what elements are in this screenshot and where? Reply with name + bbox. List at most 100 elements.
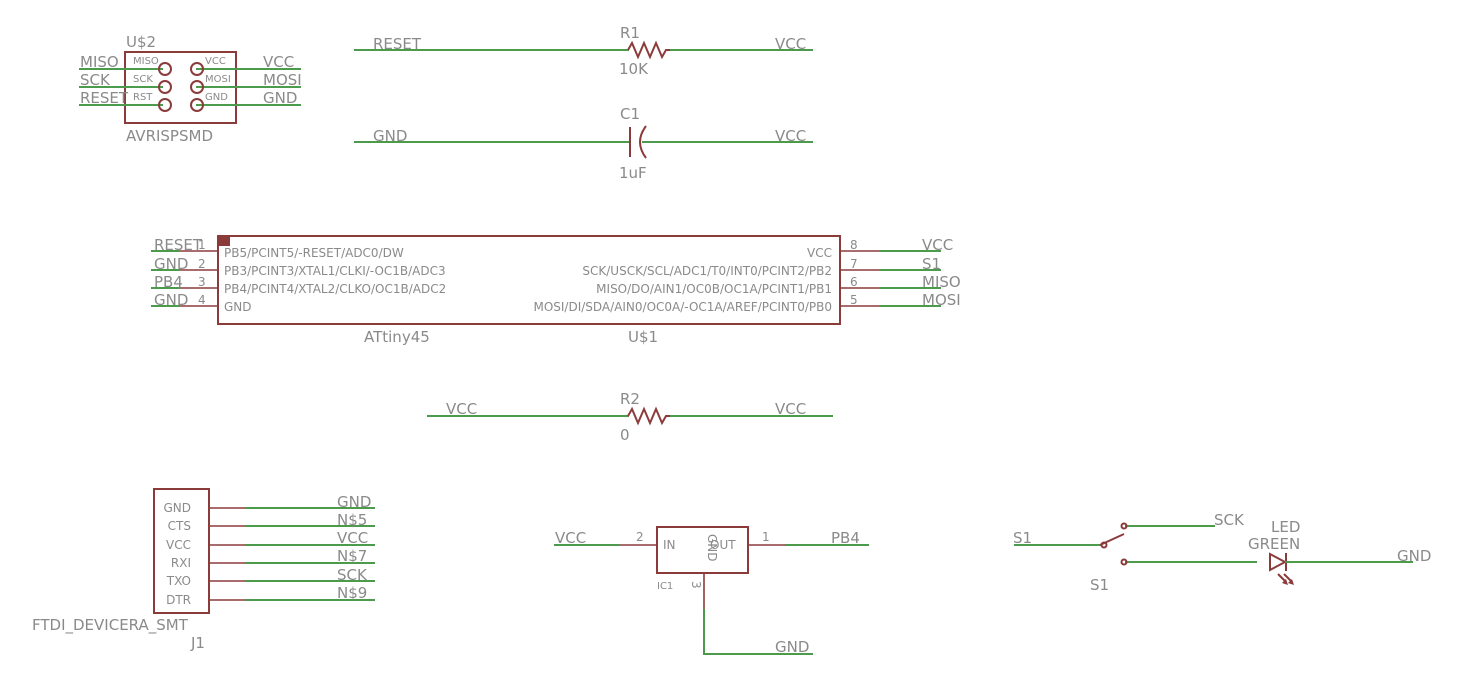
- part-name: U$1: [628, 328, 658, 346]
- pin-function-label: GND: [224, 300, 252, 314]
- resistor-r2[interactable]: VCC VCC R2 0: [427, 390, 833, 444]
- isp-pin-hole: [190, 62, 204, 76]
- part-name: IC1: [657, 581, 673, 592]
- net-label: MISO: [80, 53, 119, 71]
- net-label: GND: [154, 291, 188, 309]
- pin-label: CTS: [168, 519, 191, 533]
- net-label: S1: [1013, 529, 1032, 547]
- resistor-r1[interactable]: RESET VCC R1 10K: [354, 24, 813, 78]
- isp-pin-hole: [190, 98, 204, 112]
- isp-pin-hole: [158, 62, 172, 76]
- net-label: VCC: [775, 400, 806, 418]
- isp-pin-hole: [158, 80, 172, 94]
- isp-pin-hole: [158, 98, 172, 112]
- net-label: GND: [263, 89, 297, 107]
- switch-contact: [1100, 541, 1108, 549]
- net-label: PB4: [831, 529, 860, 547]
- pin-number: 7: [850, 257, 858, 271]
- isp-header[interactable]: MISO SCK RST VCC MOSI GND MISO SCK RESET…: [79, 33, 302, 145]
- net-label: PB4: [154, 273, 183, 291]
- part-name: C1: [620, 105, 640, 123]
- net-label: GND: [775, 638, 809, 656]
- pin-label: DTR: [166, 593, 191, 607]
- chip-body: [217, 235, 841, 325]
- net-label: RESET: [80, 89, 129, 107]
- pin-function-label: PB4/PCINT4/XTAL2/CLKO/OC1B/ADC2: [224, 282, 446, 296]
- pin-label: VCC: [166, 538, 191, 552]
- net-label: N$9: [337, 584, 367, 602]
- capacitor-curved-plate: [639, 125, 647, 159]
- part-value: ATtiny45: [364, 328, 430, 346]
- regulator-ic1[interactable]: IN OUT GND 2 1 3 VCC PB4 GND IC1: [554, 526, 869, 656]
- resistor-symbol: [627, 406, 670, 426]
- led-arrow-head: [1282, 579, 1288, 585]
- pin-label: RXI: [171, 556, 191, 570]
- pin-function-label: PB5/PCINT5/-RESET/ADC0/DW: [224, 246, 404, 260]
- net-label: N$5: [337, 511, 367, 529]
- part-name: S1: [1090, 576, 1109, 594]
- part-name: R1: [620, 24, 640, 42]
- pin-number: 2: [636, 530, 644, 544]
- part-name: U$2: [126, 33, 156, 51]
- isp-pin-hole: [190, 80, 204, 94]
- net-label: VCC: [922, 236, 953, 254]
- isp-pin-label: MOSI: [205, 74, 231, 85]
- pin-number: 6: [850, 275, 858, 289]
- switch-contact: [1120, 522, 1128, 530]
- net-label: S1: [922, 255, 941, 273]
- net-label: MOSI: [263, 71, 302, 89]
- pin-number: 3: [198, 275, 206, 289]
- switch-contact: [1120, 558, 1128, 566]
- net-label: GND: [1397, 547, 1431, 565]
- attiny45-chip[interactable]: 1 2 3 4 8 7 6 5 PB5/PCINT5/-RESET/ADC0/D…: [151, 235, 961, 346]
- isp-pin-label: RST: [133, 92, 153, 103]
- pin-function-label: SCK/USCK/SCL/ADC1/T0/INT0/PCINT2/PB2: [582, 264, 832, 278]
- pin-label: OUT: [710, 538, 736, 552]
- net-label: MISO: [922, 273, 961, 291]
- net-label: SCK: [337, 566, 368, 584]
- ftdi-body: [153, 488, 210, 614]
- net-label: RESET: [373, 35, 422, 53]
- part-value: 0: [620, 426, 630, 444]
- part-value: 1uF: [619, 164, 647, 182]
- resistor-symbol: [627, 40, 670, 60]
- pin-number: 1: [198, 238, 206, 252]
- net-label: SCK: [1214, 511, 1245, 529]
- pin-label: GND: [163, 501, 191, 515]
- net-label: N$7: [337, 547, 367, 565]
- part-value: GREEN: [1248, 535, 1300, 553]
- part-value: 10K: [619, 60, 649, 78]
- led-arrow-head: [1288, 579, 1294, 585]
- ftdi-header[interactable]: GND CTS VCC RXI TXO DTR GND N$5 VCC N$7 …: [32, 488, 375, 652]
- regulator-body: [656, 526, 749, 574]
- net-label: SCK: [80, 71, 111, 89]
- net-label: VCC: [775, 35, 806, 53]
- part-name: R2: [620, 390, 640, 408]
- part-value: FTDI_DEVICERA_SMT: [32, 616, 189, 635]
- pin-number: 4: [198, 293, 206, 307]
- net-label: VCC: [337, 529, 368, 547]
- pin-function-label: MOSI/DI/SDA/AIN0/OC0A/-OC1A/AREF/PCINT0/…: [533, 300, 832, 314]
- isp-pin-label: SCK: [133, 74, 153, 85]
- led-triangle: [1269, 552, 1288, 572]
- net-label: GND: [154, 255, 188, 273]
- net-label: VCC: [263, 53, 294, 71]
- net-label: GND: [373, 127, 407, 145]
- net-label: MOSI: [922, 291, 961, 309]
- part-name: J1: [190, 634, 205, 652]
- wire: [703, 609, 813, 655]
- switch-s1[interactable]: S1 SCK S1: [1013, 511, 1257, 594]
- net-label: VCC: [775, 127, 806, 145]
- pin-number: 3: [689, 581, 703, 589]
- net-label: VCC: [555, 529, 586, 547]
- led-green[interactable]: LED GREEN GND: [1248, 518, 1431, 585]
- pin-number: 5: [850, 293, 858, 307]
- isp-pin-label: MISO: [133, 56, 159, 67]
- pin-label: IN: [663, 538, 676, 552]
- capacitor-c1[interactable]: GND VCC C1 1uF: [354, 105, 813, 182]
- pin1-marker: [219, 237, 230, 246]
- isp-pin-label: GND: [205, 92, 228, 103]
- isp-pin-label: VCC: [205, 56, 226, 67]
- part-value: AVRISPSMD: [126, 127, 213, 145]
